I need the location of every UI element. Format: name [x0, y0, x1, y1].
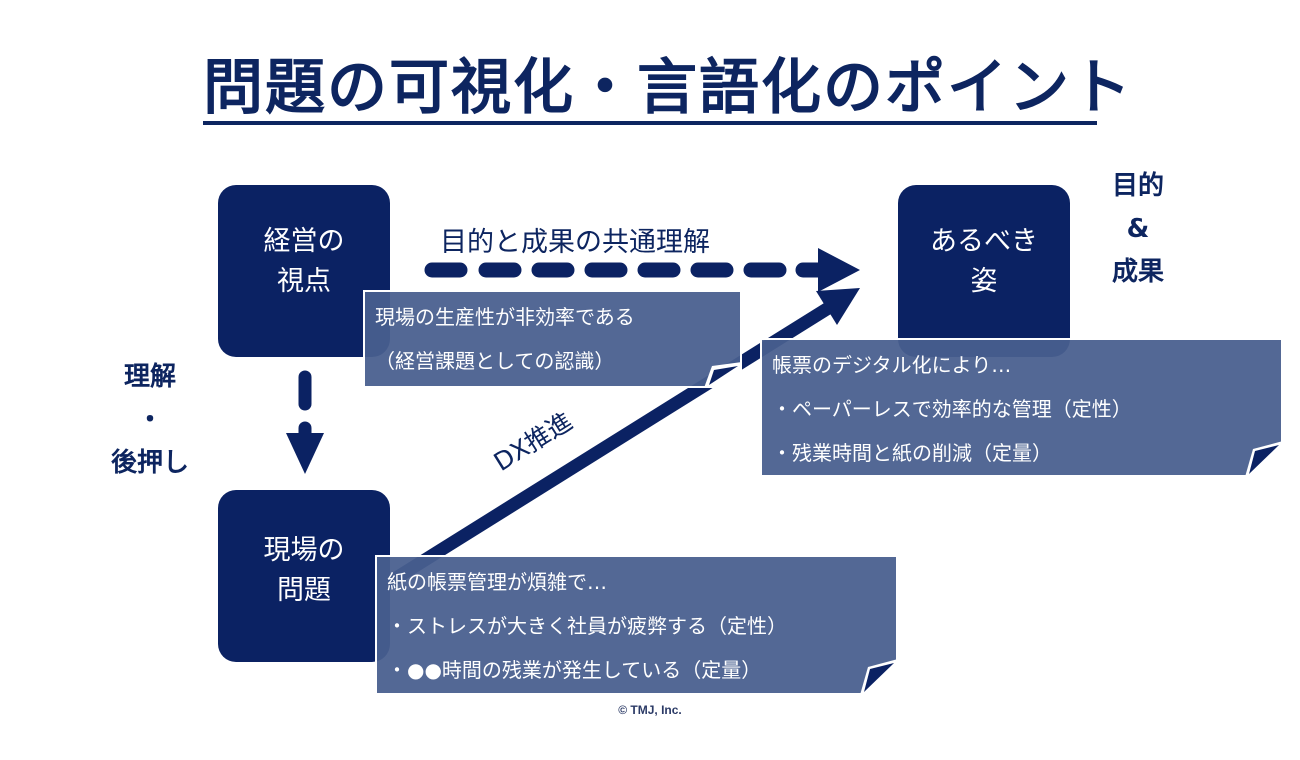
- purpose-result-label: 目的 & 成果: [1088, 165, 1188, 294]
- arrow-head: [286, 433, 324, 474]
- box-label: 視点: [277, 266, 331, 297]
- management-note: 現場の生産性が非効率である （経営課題としての認識）: [363, 290, 742, 388]
- note-line: 現場の生産性が非効率である: [375, 305, 635, 329]
- page-curl-icon: [704, 362, 742, 388]
- label-line: 目的: [1111, 171, 1164, 201]
- note-line: ・ストレスが大きく社員が疲弊する（定性）: [387, 614, 787, 638]
- box-label: あるべき: [930, 226, 1038, 257]
- label-line: 理解: [123, 362, 176, 392]
- note-line: 紙の帳票管理が煩雑で…: [387, 570, 607, 594]
- note-line: ・ペーパーレスで効率的な管理（定性）: [772, 397, 1132, 421]
- label-line: ・: [136, 405, 163, 435]
- label-line: &: [1126, 214, 1150, 244]
- label-line: 成果: [1111, 257, 1164, 287]
- title-underline: [203, 121, 1097, 125]
- note-line: 帳票のデジタル化により…: [772, 353, 1012, 377]
- page-curl-icon: [860, 659, 898, 695]
- management-perspective-box: 経営の 視点: [218, 185, 390, 357]
- page-curl-icon: [1245, 441, 1283, 477]
- label-line: 後押し: [110, 448, 189, 478]
- ideal-state-box: あるべき 姿: [898, 185, 1070, 357]
- understanding-support-label: 理解 ・ 後押し: [100, 356, 200, 485]
- note-line: ・●●時間の残業が発生している（定量）: [387, 658, 762, 682]
- copyright-text: © TMJ, Inc.: [618, 703, 682, 717]
- arrow-head: [818, 248, 860, 292]
- ideal-state-note: 帳票のデジタル化により… ・ペーパーレスで効率的な管理（定性） ・残業時間と紙の…: [760, 338, 1283, 477]
- note-line: ・残業時間と紙の削減（定量）: [772, 441, 1052, 465]
- shared-understanding-label: 目的と成果の共通理解: [440, 227, 710, 258]
- box-label: 経営の: [263, 226, 345, 257]
- dashed-down-arrow-icon: [286, 370, 324, 474]
- arrow-head: [816, 288, 860, 325]
- arrow-shaft: [376, 301, 834, 594]
- box-label: 問題: [277, 575, 331, 606]
- field-problem-box: 現場の 問題: [218, 490, 390, 662]
- dashed-right-arrow-icon: [424, 248, 860, 292]
- note-line: （経営課題としての認識）: [375, 349, 615, 373]
- box-label: 現場の: [263, 535, 345, 566]
- page-title: 問題の可視化・言語化のポイント: [203, 53, 1133, 123]
- diagonal-up-right-arrow-icon: [376, 288, 860, 594]
- field-problem-note: 紙の帳票管理が煩雑で… ・ストレスが大きく社員が疲弊する（定性） ・●●時間の残…: [375, 555, 898, 695]
- box-label: 姿: [970, 266, 998, 297]
